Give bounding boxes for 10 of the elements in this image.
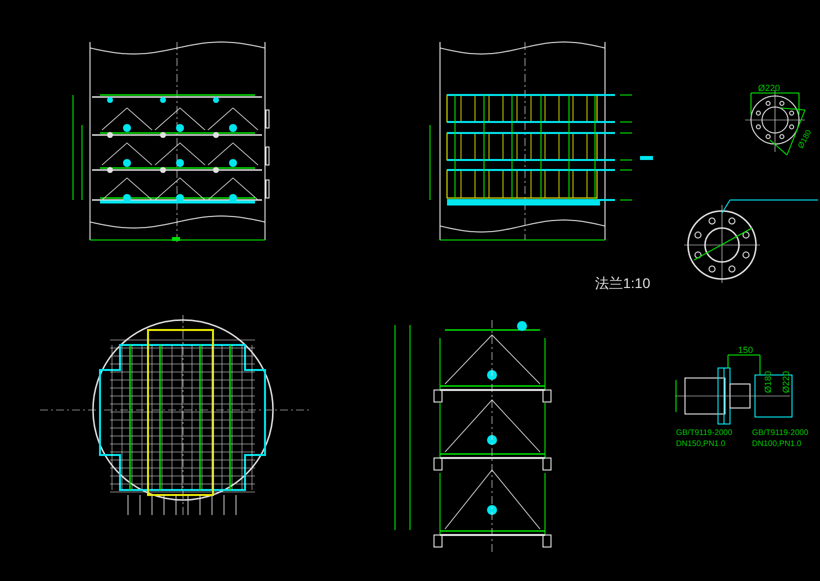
dimension-text: Ø220 <box>758 84 780 93</box>
standard-note: GB/T9119-2000 <box>752 429 808 437</box>
standard-note: GB/T9119-2000 <box>676 429 732 437</box>
dimension-text: Ø180 <box>764 370 773 393</box>
standard-note: DN100,PN1.0 <box>752 440 802 448</box>
dimension-text: Ø180 <box>797 128 814 150</box>
scale-note: 法兰1:10 <box>595 276 650 290</box>
dimension-text: 150 <box>738 346 754 355</box>
dimension-text: Ø220 <box>782 370 791 393</box>
standard-note: DN150,PN1.0 <box>676 440 726 448</box>
